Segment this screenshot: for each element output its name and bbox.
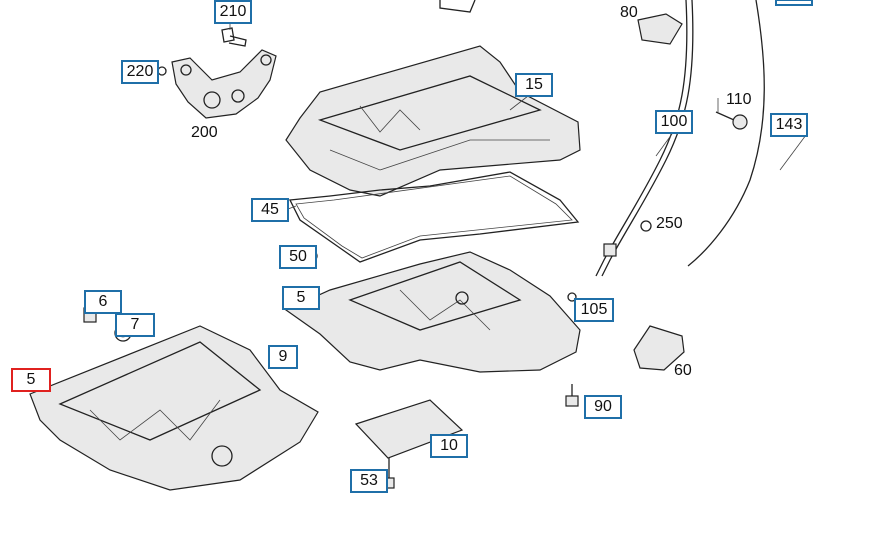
part-top-edge — [439, 0, 476, 13]
callout-10[interactable]: 10 — [430, 434, 468, 458]
cover-10-icon — [354, 399, 464, 459]
bolt-90-icon — [565, 384, 579, 407]
nut-220-icon — [157, 66, 167, 76]
upper-frame-15-icon — [285, 45, 581, 197]
washer-105-icon — [567, 292, 577, 302]
bolt-110-icon — [715, 111, 748, 130]
dipstick-143-icon — [687, 0, 765, 267]
clip-250-icon — [640, 220, 652, 232]
callout-6[interactable]: 6 — [84, 290, 122, 314]
bracket-200-icon — [171, 49, 277, 119]
callout-53[interactable]: 53 — [350, 469, 388, 493]
oil-pan-5-mid-icon — [284, 251, 581, 373]
label-80: 80 — [620, 4, 638, 21]
dipstick-tube-100-icon — [595, 0, 688, 277]
callout-105[interactable]: 105 — [574, 298, 614, 322]
bracket-80-icon — [637, 13, 683, 45]
part-top-callout-edge — [775, 0, 813, 6]
callout-5-mid[interactable]: 5 — [282, 286, 320, 310]
label-110: 110 — [726, 91, 752, 108]
bracket-60-icon — [633, 325, 685, 371]
callout-220[interactable]: 220 — [121, 60, 159, 84]
label-200: 200 — [191, 124, 218, 141]
callout-100[interactable]: 100 — [655, 110, 693, 134]
callout-15[interactable]: 15 — [515, 73, 553, 97]
callout-143[interactable]: 143 — [770, 113, 808, 137]
callout-5-selected[interactable]: 5 — [11, 368, 51, 392]
gasket-45-icon — [288, 171, 580, 263]
callout-50[interactable]: 50 — [279, 245, 317, 269]
callout-9[interactable]: 9 — [268, 345, 298, 369]
label-250: 250 — [656, 215, 683, 232]
callout-7[interactable]: 7 — [115, 313, 155, 337]
bolt-210-icon — [221, 27, 247, 47]
callout-45[interactable]: 45 — [251, 198, 289, 222]
callout-90[interactable]: 90 — [584, 395, 622, 419]
label-60: 60 — [674, 362, 692, 379]
callout-210[interactable]: 210 — [214, 0, 252, 24]
oil-pan-5-selected-icon — [29, 325, 319, 491]
